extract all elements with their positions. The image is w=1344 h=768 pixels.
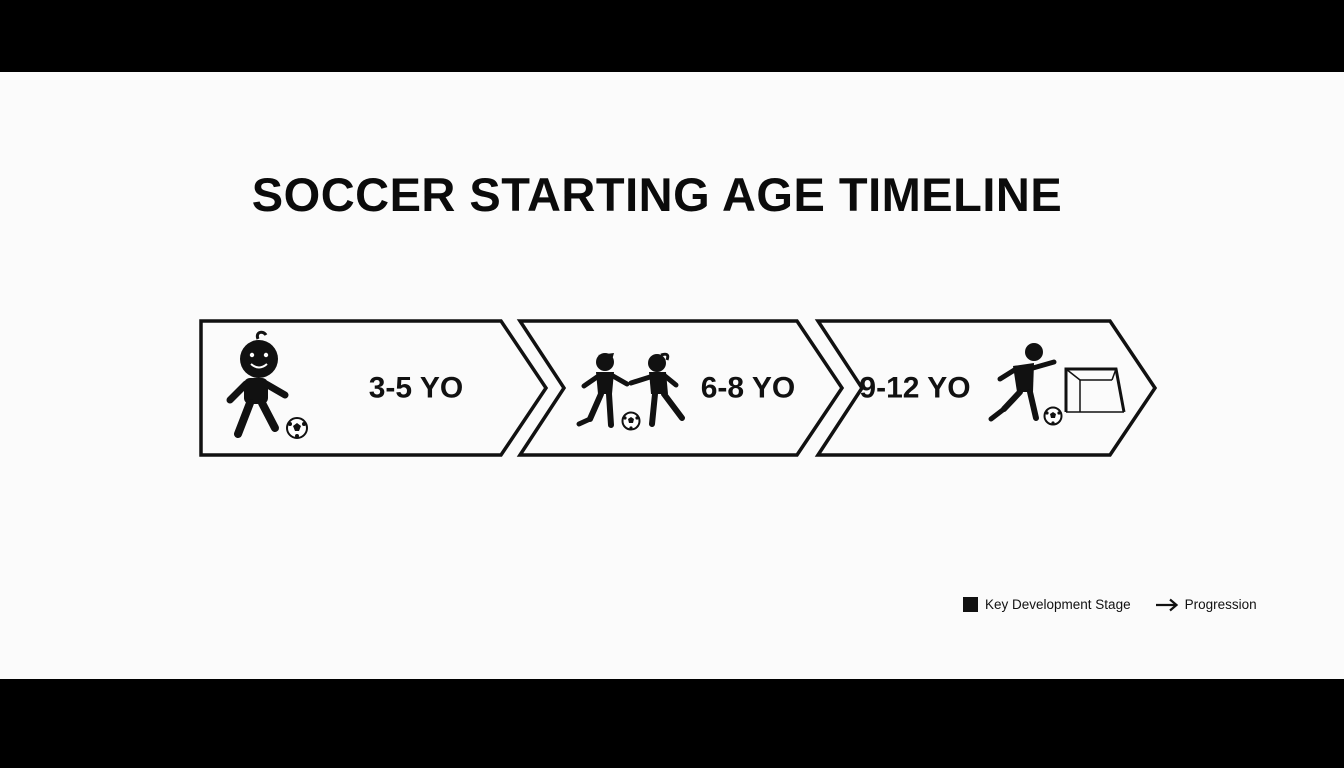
stage-chevron-1 bbox=[199, 319, 549, 457]
stage-1-label: 3-5 YO bbox=[369, 372, 464, 405]
page-title: SOCCER STARTING AGE TIMELINE bbox=[251, 168, 1063, 221]
toddler-kicking-ball-icon bbox=[226, 330, 308, 439]
legend: Key Development Stage Progression bbox=[963, 597, 1257, 612]
stage-3-label: 9-12 YO bbox=[859, 372, 970, 405]
arrow-right-icon bbox=[1155, 598, 1178, 611]
timeline: 3-5 YO 6-8 YO 9-12 YO bbox=[199, 319, 1158, 457]
legend-key-stage-label: Key Development Stage bbox=[985, 597, 1131, 612]
legend-progression-label: Progression bbox=[1184, 597, 1257, 612]
legend-item-progression: Progression bbox=[1155, 597, 1257, 612]
stage-2-label: 6-8 YO bbox=[701, 372, 796, 405]
diagram-canvas: SOCCER STARTING AGE TIMELINE bbox=[0, 72, 1344, 679]
two-kids-playing-icon bbox=[576, 352, 685, 431]
player-shooting-at-goal-icon bbox=[988, 343, 1126, 426]
stage-chevron-3 bbox=[814, 319, 1158, 457]
legend-item-key-stage: Key Development Stage bbox=[963, 597, 1131, 612]
square-icon bbox=[963, 597, 978, 612]
stage-chevron-2 bbox=[516, 319, 845, 457]
